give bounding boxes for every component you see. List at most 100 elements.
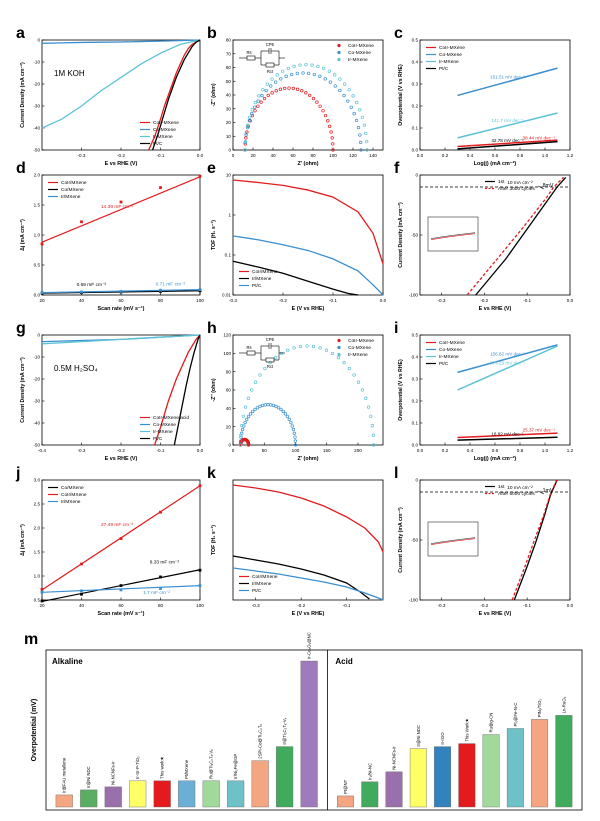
- legend-entry: Co-MXene: [153, 422, 176, 428]
- legend-entry: Ir/MXene: [252, 581, 272, 587]
- x-tick-label: 100: [329, 153, 337, 158]
- x-tick-label: 50: [262, 448, 268, 453]
- y-tick-label: 40: [226, 93, 232, 98]
- series-line: [41, 334, 201, 345]
- inset-trace: [430, 232, 476, 239]
- group-title: Alkaline: [52, 657, 83, 666]
- bar-label: PtN₂/TiO₂: [537, 699, 542, 718]
- y-tick-label: 2.0: [34, 173, 41, 178]
- data-point: [159, 510, 162, 514]
- y-tick-label: 0: [228, 148, 231, 153]
- x-tick-label: -0.1: [523, 298, 531, 303]
- x-axis-label: Z' (ohm): [297, 161, 318, 167]
- x-tick-label: 150: [323, 448, 331, 453]
- legend-entry: Ir/MXene: [61, 499, 81, 505]
- nyquist-point: [287, 417, 291, 422]
- data-point: [40, 599, 44, 603]
- legend-entry: 1st: [498, 179, 505, 185]
- y-tick-label: -50: [33, 148, 40, 153]
- series-line: [457, 112, 558, 139]
- nyquist-point: [330, 351, 335, 356]
- x-tick-label: 40: [79, 603, 85, 608]
- x-tick-label: 0.0: [197, 153, 204, 158]
- data-point: [159, 186, 162, 189]
- panel-letter: e: [207, 160, 216, 177]
- series-line: [232, 235, 384, 296]
- bar-label: Ir@Ti₃C₂Tₓ-Vₓ: [282, 717, 287, 744]
- nyquist-point: [270, 77, 274, 81]
- y-tick-label: 1: [228, 213, 231, 218]
- nyquist-point: [347, 88, 351, 92]
- nyquist-point: [278, 87, 283, 91]
- nyquist-point: [356, 380, 361, 384]
- data-point: [198, 568, 202, 572]
- circuit-rs: [246, 55, 256, 61]
- bar-label: Ir@Ni NDC: [416, 725, 421, 747]
- data-point: [40, 590, 44, 594]
- bar-label: Pt/MXene: [184, 759, 189, 778]
- legend-entry: Co-MXene: [439, 347, 462, 353]
- x-tick-label: 100: [292, 448, 300, 453]
- y-tick-label: 0: [415, 478, 418, 483]
- x-tick-label: 1.2: [567, 448, 574, 453]
- legend-marker: [337, 345, 341, 350]
- nyquist-point: [279, 351, 284, 356]
- x-tick-label: 60: [290, 153, 296, 158]
- legend-marker: [337, 43, 341, 48]
- bar-label: Ru@Ti₃C₂Tₓ-Vₓ: [209, 749, 214, 779]
- nyquist-point: [293, 439, 298, 443]
- nyquist-point: [310, 63, 314, 67]
- nyquist-point: [349, 105, 353, 109]
- x-tick-label: 0.0: [417, 153, 424, 158]
- plot-frame: [232, 174, 384, 296]
- nyquist-point: [283, 412, 288, 416]
- nyquist-point: [279, 407, 283, 412]
- nyquist-point: [258, 404, 262, 409]
- legend-entry: Co/MXene: [61, 485, 84, 491]
- x-tick-label: -0.2: [480, 603, 488, 608]
- y-tick-label: 1.5: [34, 550, 41, 555]
- plot-frame: [41, 39, 201, 151]
- y-tick-label: 2.5: [34, 502, 41, 507]
- y-tick-label: -100: [409, 293, 419, 298]
- fit-line: [41, 176, 201, 243]
- nyquist-point: [245, 417, 249, 422]
- nyquist-point: [369, 414, 373, 418]
- y-tick-label: 0: [415, 173, 418, 178]
- data-point: [80, 592, 83, 596]
- nyquist-point: [324, 348, 329, 352]
- nyquist-point: [352, 373, 356, 377]
- nyquist-point: [271, 403, 276, 408]
- nyquist-point: [342, 93, 346, 98]
- y-tick-label: -40: [33, 126, 40, 131]
- x-axis-label: Log(j) (mA cm⁻²): [474, 456, 517, 462]
- x-tick-label: 0.0: [197, 448, 204, 453]
- inset-trace: [430, 537, 476, 544]
- legend-entry: CoIr-MXene: [439, 340, 465, 346]
- series-line: [457, 140, 558, 150]
- nyquist-point: [243, 148, 247, 152]
- nyquist-point: [318, 74, 322, 78]
- nyquist-point: [329, 130, 333, 134]
- y-tick-label: 120: [223, 333, 231, 338]
- nyquist-point: [370, 424, 374, 428]
- nyquist-point: [305, 344, 309, 348]
- nyquist-point: [259, 100, 263, 104]
- bar: [361, 781, 379, 808]
- x-tick-label: 20: [39, 298, 45, 303]
- y-tick-label: -50: [411, 538, 418, 543]
- x-tick-label: 0.6: [492, 153, 499, 158]
- nyquist-point: [289, 420, 293, 425]
- bar: [104, 786, 122, 808]
- data-point: [40, 242, 44, 246]
- bar-label: Ni-NCNFs-Ir: [111, 761, 116, 785]
- series-line: [457, 139, 558, 148]
- shift-arrow: [537, 185, 545, 190]
- tafel-slope-label: 141.7 mV dec⁻¹: [491, 118, 524, 123]
- cdl-slope-label: 1.7 mF cm⁻²: [143, 590, 170, 596]
- legend-entry: Co-MXene: [348, 345, 371, 351]
- nyquist-point: [250, 112, 254, 116]
- cdl-slope-label: 27.49 mF cm⁻²: [101, 522, 134, 528]
- y-axis-label: Overpotential (mV): [31, 699, 38, 762]
